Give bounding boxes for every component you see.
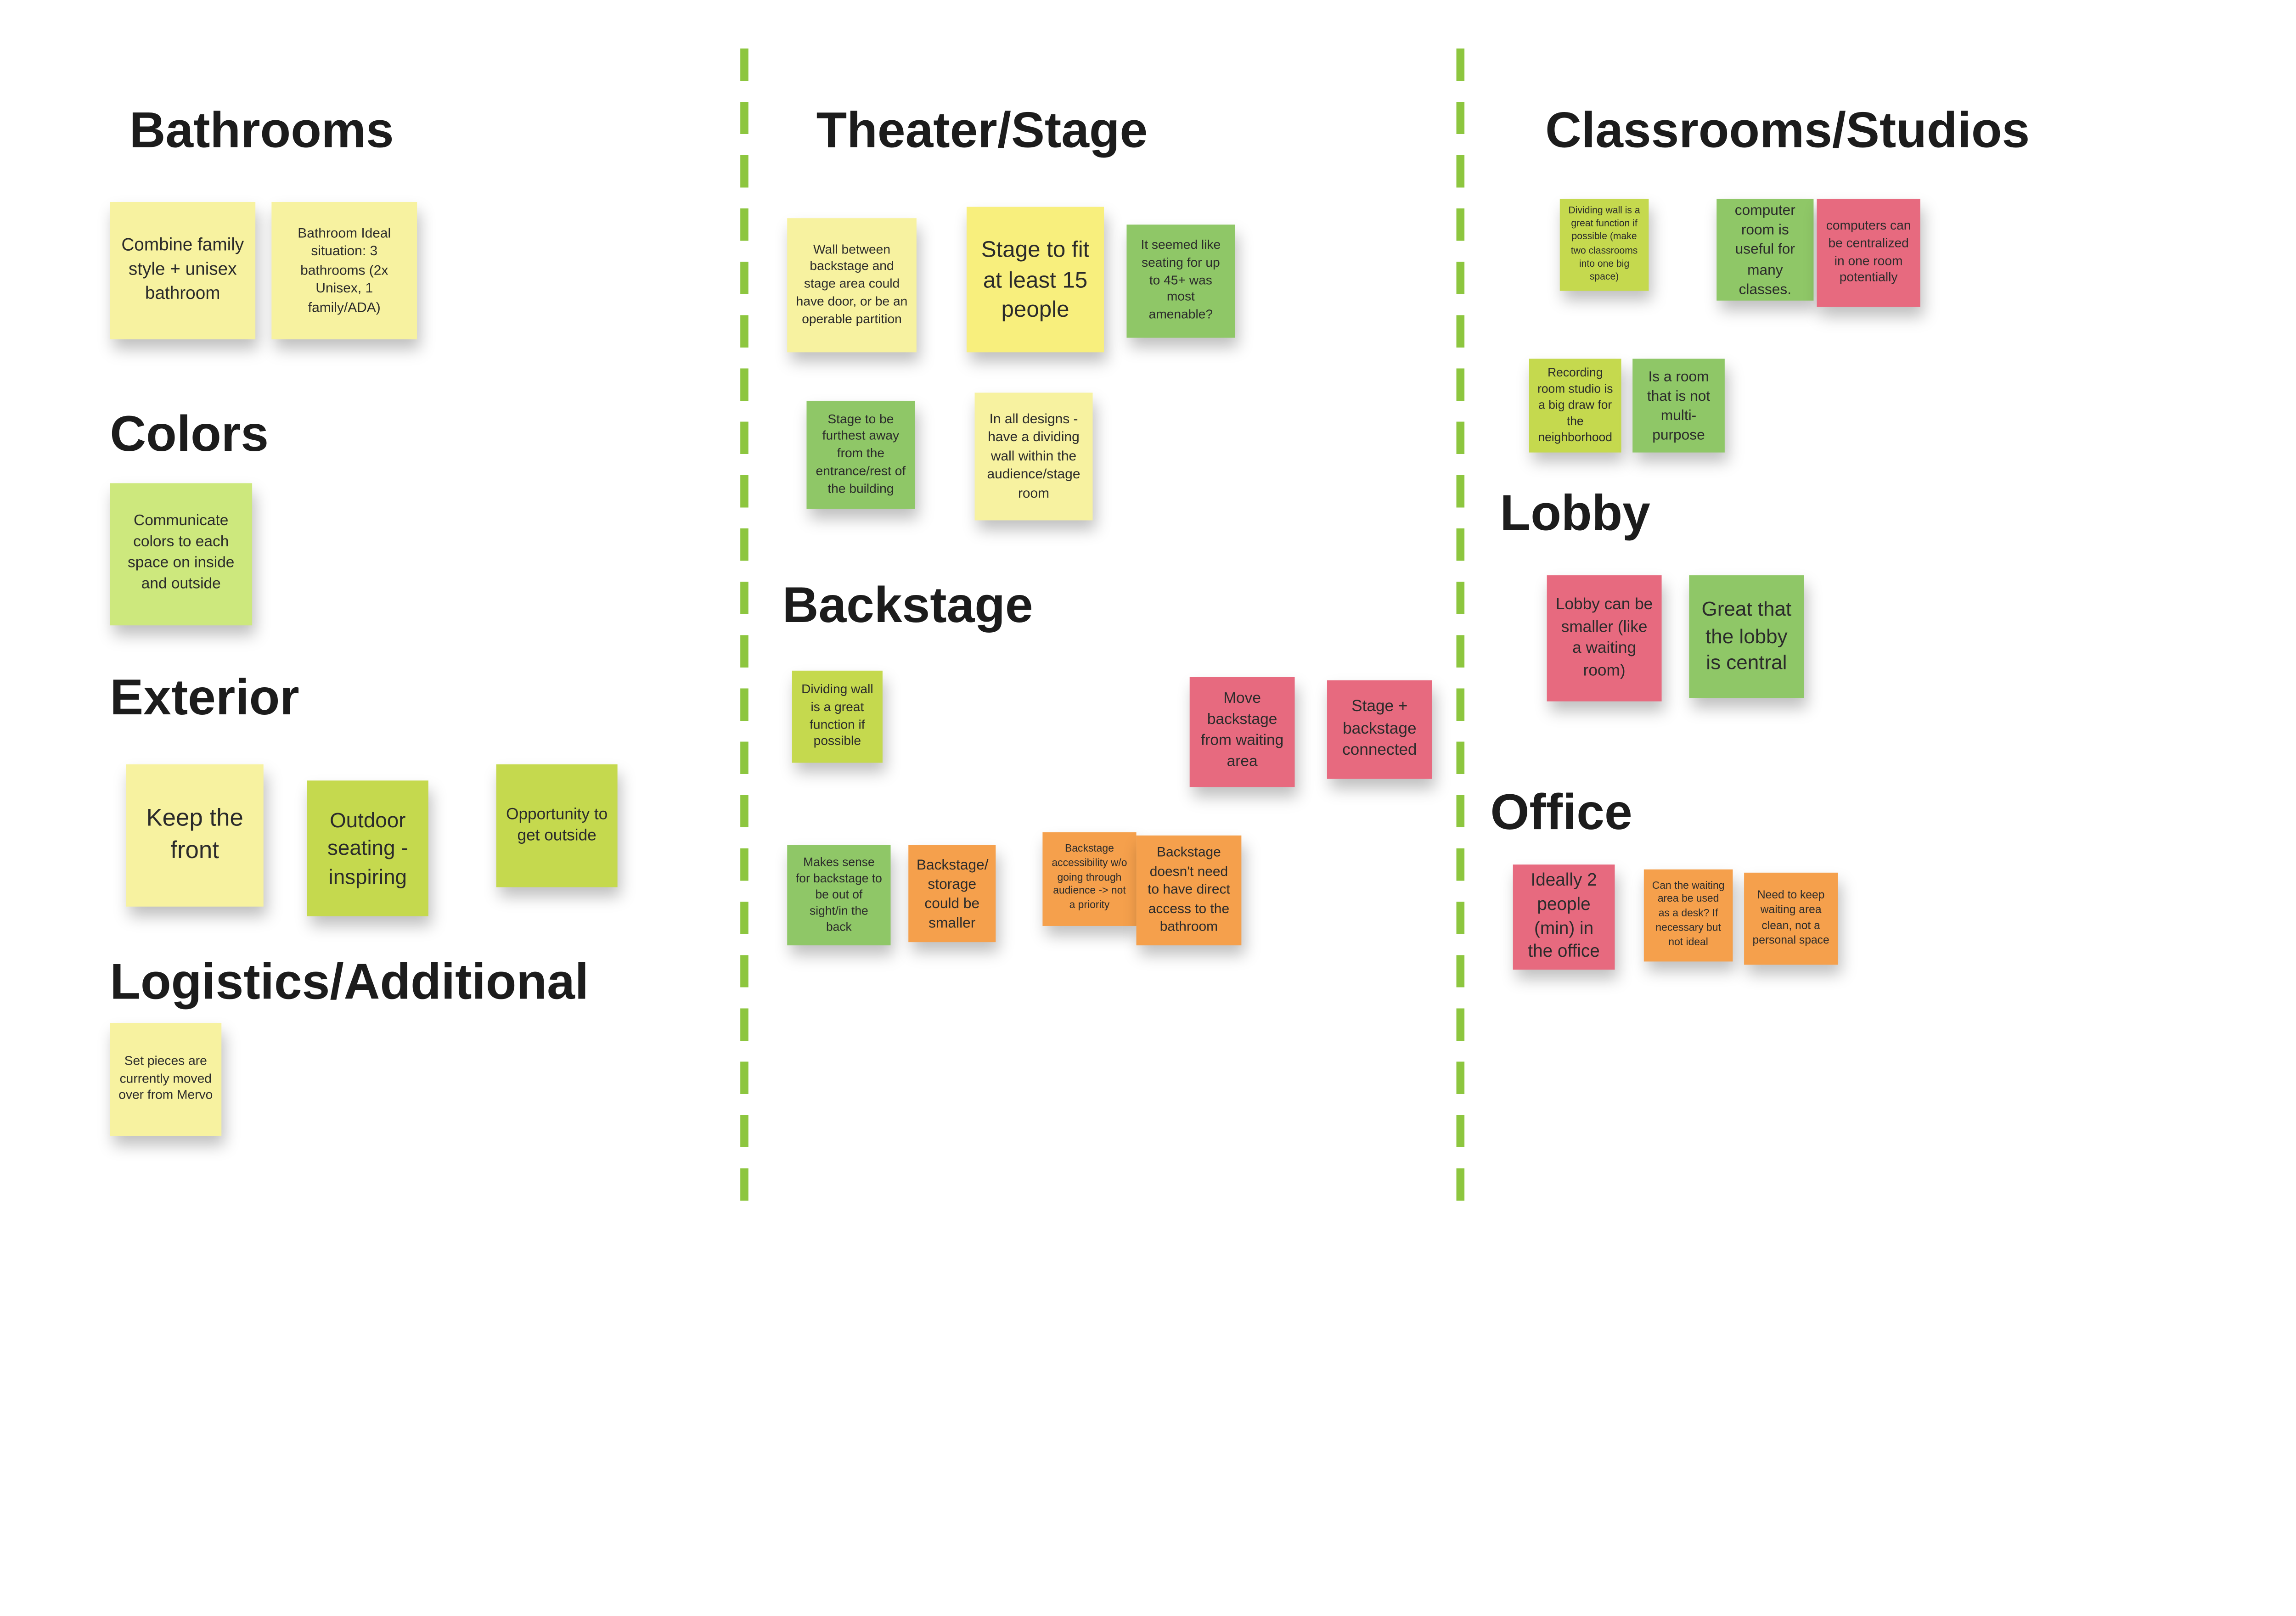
note-theater-stage-fit-15[interactable]: Stage to fit at least 15 people: [966, 207, 1104, 353]
column-divider-right: [1456, 48, 1465, 1209]
note-theater-stage-furthest[interactable]: Stage to be furthest away from the entra…: [806, 400, 915, 509]
sticky-note-text: Great that the lobby is central: [1701, 597, 1792, 675]
note-backstage-stage-connected[interactable]: Stage + backstage connected: [1327, 680, 1432, 779]
note-office-ideally-2-people[interactable]: Ideally 2 people (min) in the office: [1513, 864, 1615, 970]
sticky-note-text: Combine family style + unisex bathroom: [121, 236, 244, 304]
note-classrooms-recording-studio[interactable]: Recording room studio is a big draw for …: [1529, 359, 1621, 453]
sticky-note-text: Makes sense for backstage to be out of s…: [795, 854, 882, 935]
note-office-waiting-area-clean[interactable]: Need to keep waiting area clean, not a p…: [1744, 872, 1838, 965]
sticky-note-text: Set pieces are currently moved over from…: [118, 1053, 213, 1103]
sticky-note-text: It seemed like seating for up to 45+ was…: [1141, 237, 1221, 322]
sticky-note-text: Lobby can be smaller (like a waiting roo…: [1555, 596, 1653, 680]
section-title-office[interactable]: Office: [1490, 784, 1632, 841]
section-title-bathrooms[interactable]: Bathrooms: [129, 101, 394, 158]
note-classrooms-dividing-wall[interactable]: Dividing wall is a great function if pos…: [1559, 198, 1649, 291]
note-exterior-opportunity-outside[interactable]: Opportunity to get outside: [496, 764, 618, 887]
note-colors-communicate[interactable]: Communicate colors to each space on insi…: [110, 483, 253, 626]
section-title-theater[interactable]: Theater/Stage: [816, 101, 1148, 158]
column-divider-left: [740, 48, 748, 1209]
note-exterior-keep-front[interactable]: Keep the front: [126, 764, 264, 907]
sticky-note-text: Ideally 2 people (min) in the office: [1528, 870, 1600, 962]
sticky-note-text: Stage + backstage connected: [1342, 698, 1417, 760]
note-lobby-smaller[interactable]: Lobby can be smaller (like a waiting roo…: [1547, 575, 1662, 701]
note-classrooms-not-multipurpose[interactable]: Is a room that is not multi-purpose: [1632, 359, 1725, 453]
sticky-note-text: Opportunity to get outside: [506, 805, 608, 845]
note-backstage-accessibility[interactable]: Backstage accessibility w/o going throug…: [1042, 832, 1137, 926]
sticky-note-text: computers can be centralized in one room…: [1826, 218, 1911, 285]
note-backstage-storage-smaller[interactable]: Backstage/ storage could be smaller: [908, 845, 996, 943]
sticky-note-text: Backstage doesn't need to have direct ac…: [1148, 844, 1230, 935]
section-title-backstage[interactable]: Backstage: [782, 577, 1033, 634]
sticky-note-text: Is a room that is not multi-purpose: [1647, 368, 1711, 443]
note-theater-dividing-wall[interactable]: In all designs - have a dividing wall wi…: [974, 393, 1093, 521]
sticky-note-text: Dividing wall is a great function if pos…: [801, 682, 873, 749]
note-classrooms-computers-centralized[interactable]: computers can be centralized in one room…: [1817, 198, 1920, 307]
note-logistics-set-pieces[interactable]: Set pieces are currently moved over from…: [110, 1023, 222, 1136]
sticky-note-text: Move backstage from waiting area: [1200, 690, 1284, 771]
note-backstage-out-of-sight[interactable]: Makes sense for backstage to be out of s…: [787, 845, 891, 946]
section-title-exterior[interactable]: Exterior: [110, 669, 299, 726]
note-backstage-no-bathroom-access[interactable]: Backstage doesn't need to have direct ac…: [1136, 835, 1242, 946]
sticky-note-text: Wall between backstage and stage area co…: [796, 241, 908, 326]
sticky-note-text: Communicate colors to each space on insi…: [128, 513, 235, 593]
sticky-note-text: computer room is useful for many classes…: [1734, 202, 1795, 297]
note-classrooms-computer-room[interactable]: computer room is useful for many classes…: [1716, 198, 1814, 301]
sticky-note-text: Dividing wall is a great function if pos…: [1568, 207, 1640, 282]
sticky-note-text: Backstage/ storage could be smaller: [916, 856, 989, 931]
note-office-waiting-area-desk[interactable]: Can the waiting area be used as a desk? …: [1643, 869, 1733, 962]
sticky-note-text: In all designs - have a dividing wall wi…: [987, 410, 1080, 501]
note-theater-seating-45[interactable]: It seemed like seating for up to 45+ was…: [1126, 224, 1235, 338]
section-title-lobby[interactable]: Lobby: [1500, 485, 1650, 542]
sticky-note-text: Stage to fit at least 15 people: [981, 235, 1090, 323]
section-title-logistics[interactable]: Logistics/Additional: [110, 953, 589, 1010]
note-lobby-central[interactable]: Great that the lobby is central: [1689, 575, 1804, 698]
note-bathrooms-combine-family[interactable]: Combine family style + unisex bathroom: [110, 202, 256, 340]
section-title-classrooms[interactable]: Classrooms/Studios: [1545, 101, 2030, 158]
sticky-note-text: Stage to be furthest away from the entra…: [816, 411, 906, 496]
sticky-note-text: Backstage accessibility w/o going throug…: [1052, 843, 1127, 912]
note-backstage-move-from-waiting[interactable]: Move backstage from waiting area: [1189, 677, 1295, 787]
sticky-note-text: Need to keep waiting area clean, not a p…: [1752, 890, 1829, 947]
note-exterior-outdoor-seating[interactable]: Outdoor seating - inspiring: [307, 780, 428, 916]
sticky-note-text: Bathroom Ideal situation: 3 bathrooms (2…: [298, 224, 391, 315]
note-bathrooms-ideal-situation[interactable]: Bathroom Ideal situation: 3 bathrooms (2…: [271, 202, 417, 340]
sticky-note-text: Outdoor seating - inspiring: [327, 807, 408, 889]
section-title-colors[interactable]: Colors: [110, 405, 269, 462]
note-backstage-dividing-wall[interactable]: Dividing wall is a great function if pos…: [792, 670, 883, 763]
sticky-note-text: Recording room studio is a big draw for …: [1537, 365, 1613, 445]
note-theater-wall-between[interactable]: Wall between backstage and stage area co…: [787, 218, 917, 353]
sticky-note-text: Keep the front: [146, 804, 243, 865]
sticky-note-text: Can the waiting area be used as a desk? …: [1652, 880, 1725, 948]
